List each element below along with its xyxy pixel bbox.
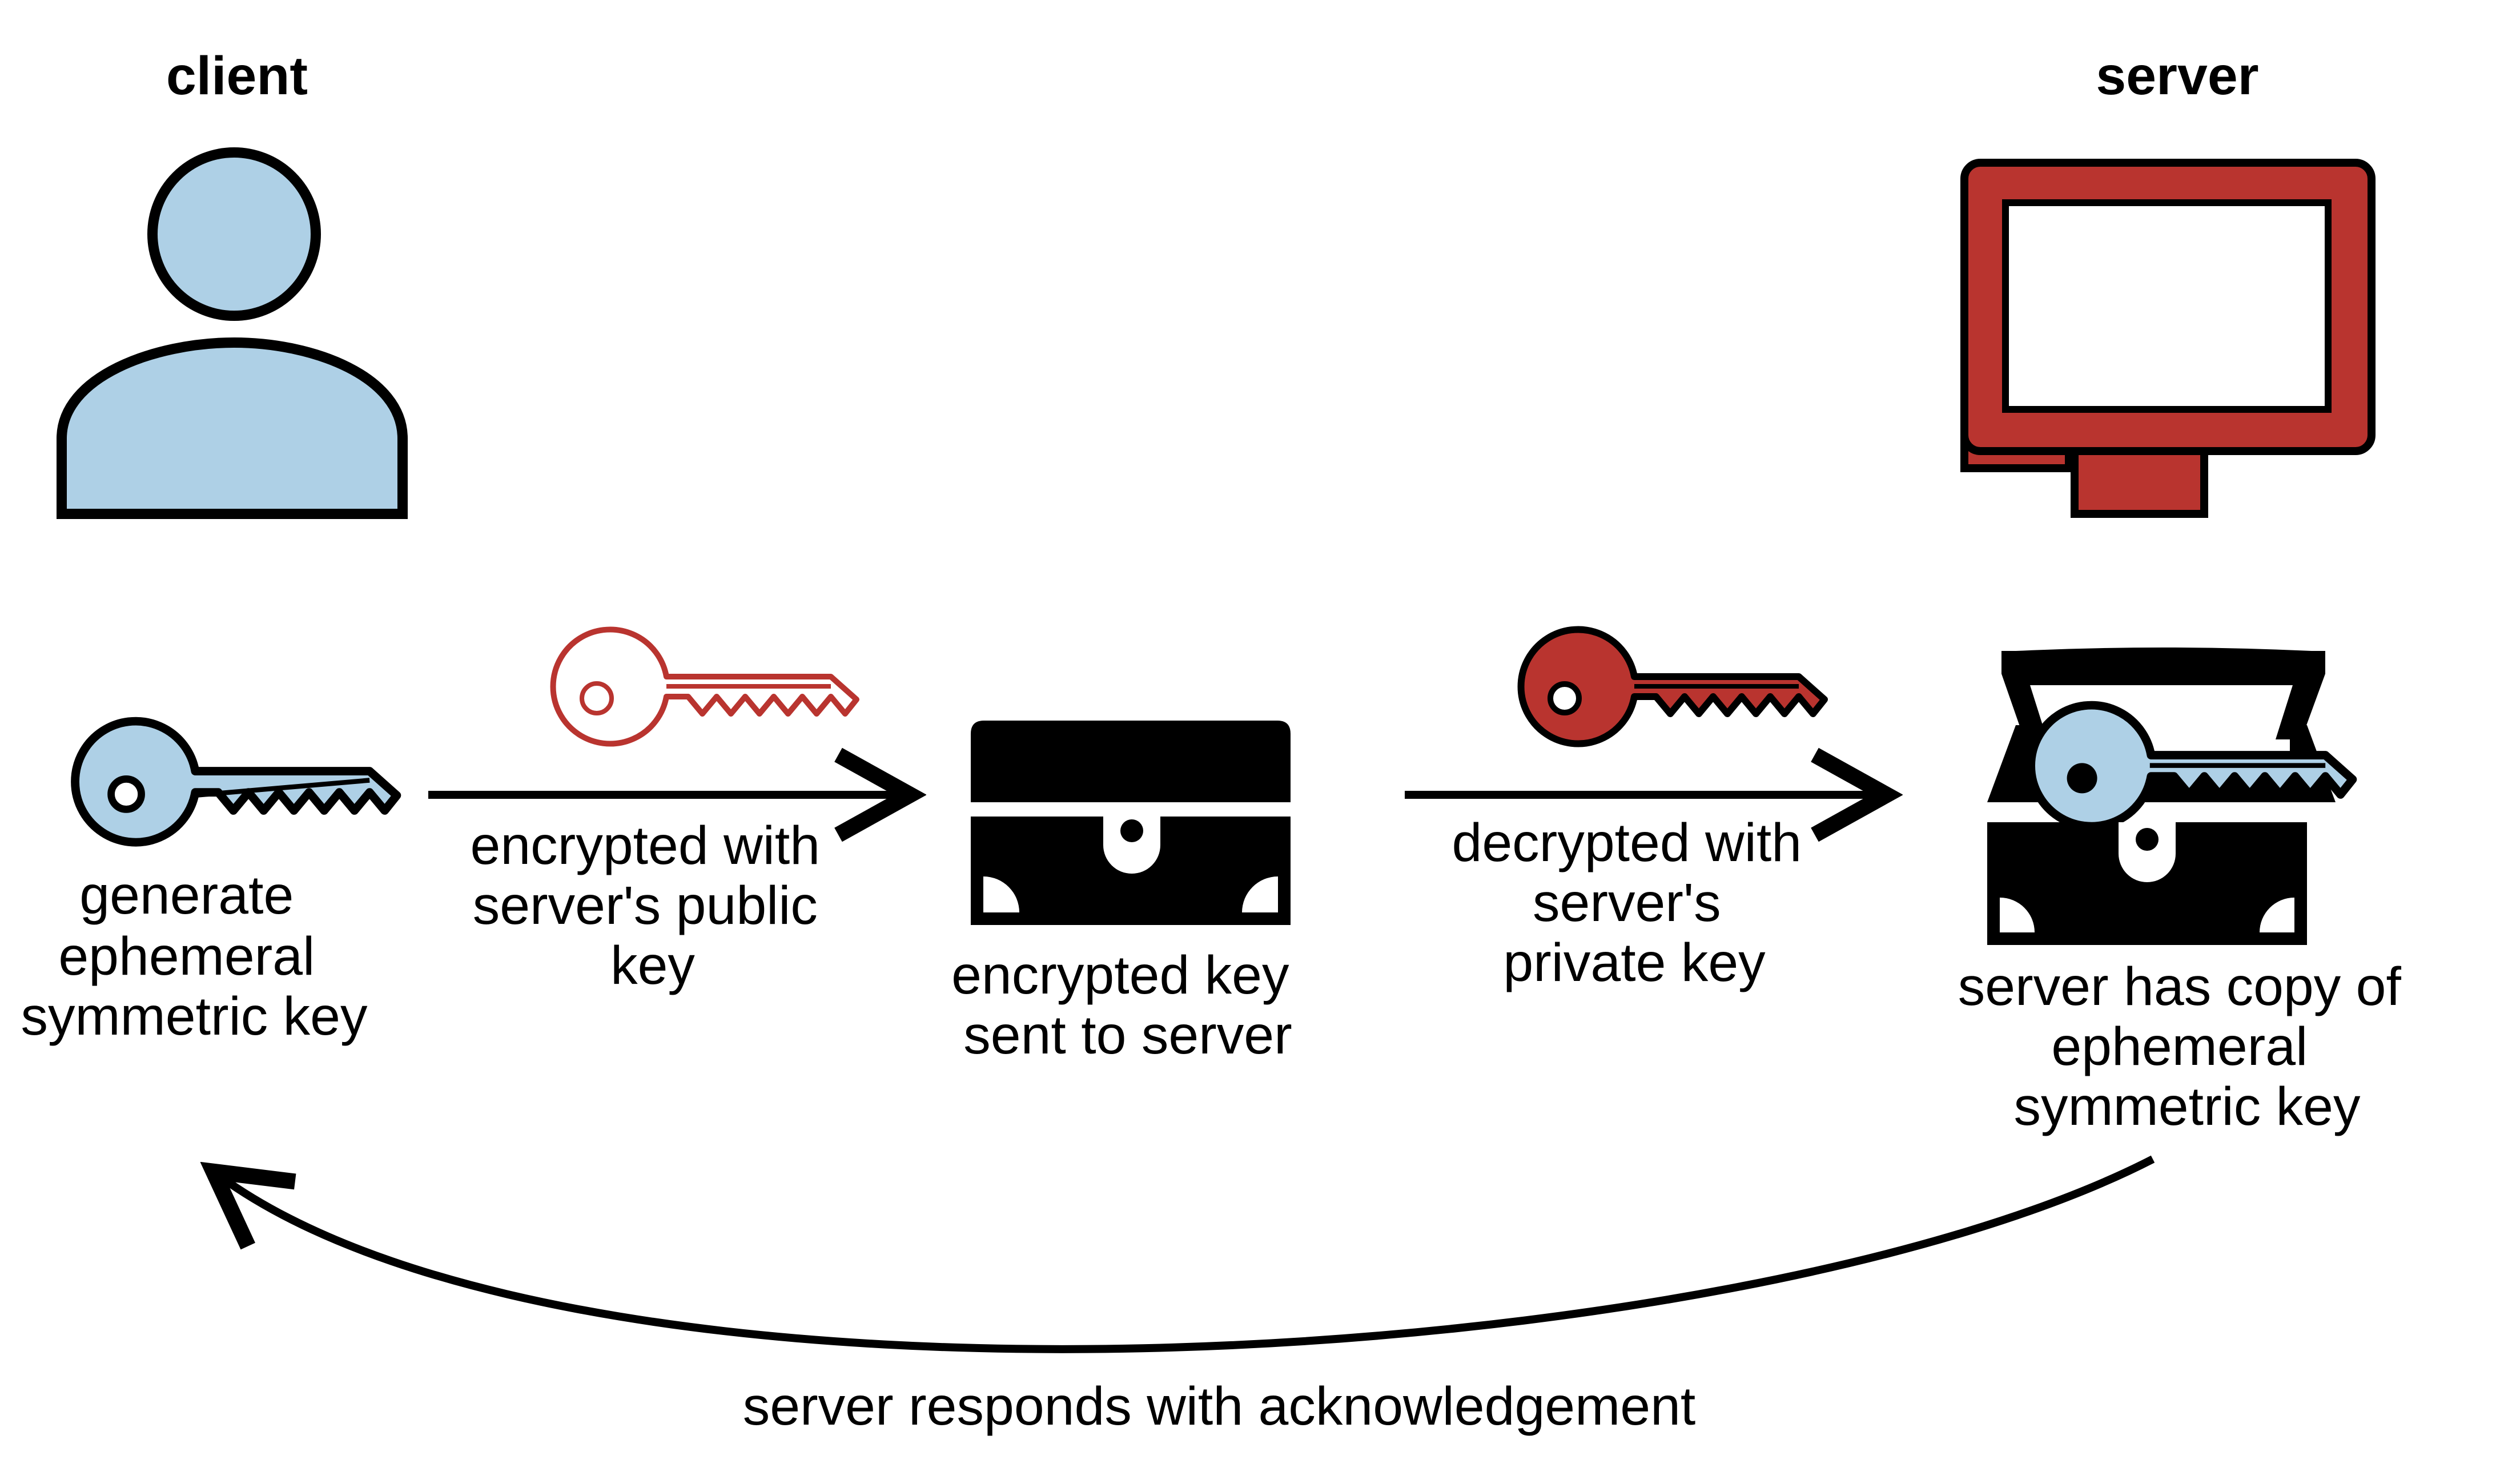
acknowledgement-label: server responds with acknowledgement [743, 1376, 1696, 1437]
person-icon [57, 147, 408, 519]
monitor-icon [1960, 159, 2376, 518]
red-key-icon [1521, 630, 1824, 744]
blue-key-icon [75, 721, 397, 842]
locked-chest-icon [971, 721, 1291, 925]
copy-step-label: server has copy of ephemeral symmetric k… [1958, 956, 2417, 1137]
client-title: client [166, 46, 308, 106]
red-key-outline-icon [553, 630, 857, 744]
sent-step-label: encrypted key sent to server [951, 945, 1304, 1065]
open-chest-with-key-icon [1987, 648, 2353, 945]
server-title: server [2096, 46, 2258, 106]
acknowledgement-return-arrow [220, 1155, 2155, 1353]
decrypt-step-label: decrypted with server's private key [1452, 813, 1817, 993]
encrypt-step-label: encrypted with server's public key [471, 815, 835, 996]
generate-step-label: generate ephemeral symmetric key [21, 865, 368, 1047]
